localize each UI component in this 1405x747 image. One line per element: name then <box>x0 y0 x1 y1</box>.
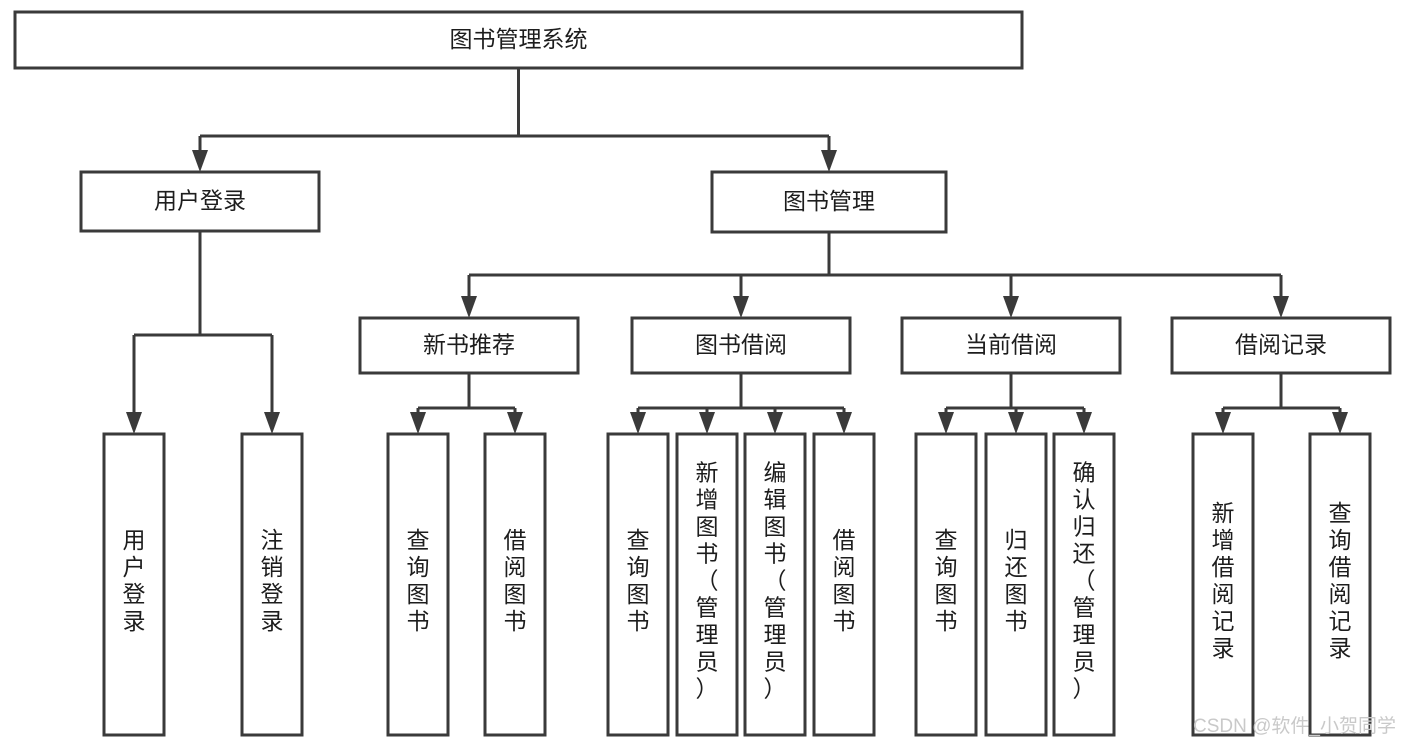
connector-user-login-children <box>126 231 280 434</box>
connector-root-to-level1 <box>192 68 837 172</box>
arrow-head-icon <box>264 412 280 434</box>
leaf-node-l1-0-0-label: 用户登录 <box>123 527 146 634</box>
level2-node-1[interactable]: 图书借阅 <box>630 316 852 375</box>
leaf-node-l2-1-2[interactable]: 编辑图书（管理员） <box>743 432 807 737</box>
leaf-node-l2-1-0-label: 查询图书 <box>627 527 650 634</box>
arrow-head-icon <box>699 412 715 434</box>
csdn-watermark: CSDN @软件_小贺同学 <box>1193 715 1396 737</box>
level1-node-1-box[interactable] <box>710 170 948 234</box>
leaf-node-l2-1-1-box[interactable] <box>675 432 739 737</box>
level2-node-3-box[interactable] <box>1170 316 1392 375</box>
level2-node-2[interactable]: 当前借阅 <box>900 316 1122 375</box>
leaf-node-l2-1-1-label: 新增图书（管理员） <box>696 460 719 702</box>
leaf-node-l2-1-3[interactable]: 借阅图书 <box>812 432 876 737</box>
leaf-node-l2-2-2-box[interactable] <box>1052 432 1116 737</box>
leaf-node-l2-1-2-box[interactable] <box>743 432 807 737</box>
connector-level2-3-children <box>1215 373 1348 434</box>
connector-level2-1-children <box>630 373 852 434</box>
leaf-node-l1-0-1-box[interactable] <box>240 432 304 737</box>
arrow-head-icon <box>410 412 426 434</box>
leaf-node-l2-2-1[interactable]: 归还图书 <box>984 432 1048 737</box>
arrow-head-icon <box>507 412 523 434</box>
leaf-node-l2-3-0[interactable]: 新增借阅记录 <box>1191 432 1255 737</box>
arrow-head-icon <box>1076 412 1092 434</box>
arrow-head-icon <box>192 150 208 172</box>
connector-level2-2-children <box>938 373 1092 434</box>
level2-node-0-box[interactable] <box>358 316 580 375</box>
leaf-node-l2-2-0[interactable]: 查询图书 <box>914 432 978 737</box>
level2-node-0[interactable]: 新书推荐 <box>358 316 580 375</box>
leaf-node-l2-3-0-label: 新增借阅记录 <box>1212 500 1235 661</box>
arrow-head-icon <box>1215 412 1231 434</box>
arrow-head-icon <box>836 412 852 434</box>
leaf-node-l2-2-1-label: 归还图书 <box>1005 527 1028 634</box>
leaf-node-l2-0-0[interactable]: 查询图书 <box>386 432 450 737</box>
level1-node-1-label: 图书管理 <box>783 188 875 214</box>
connector-level2-0-children <box>410 373 523 434</box>
level1-node-0-label: 用户登录 <box>154 188 246 214</box>
arrow-head-icon <box>1332 412 1348 434</box>
arrow-head-icon <box>1273 296 1289 318</box>
arrow-head-icon <box>461 296 477 318</box>
leaf-node-l2-0-0-label: 查询图书 <box>407 527 430 634</box>
arrow-head-icon <box>733 296 749 318</box>
leaf-node-l1-0-0[interactable]: 用户登录 <box>102 432 166 737</box>
root-node-book-management-system[interactable]: 图书管理系统 <box>13 10 1024 70</box>
leaf-node-l2-3-1-label: 查询借阅记录 <box>1329 500 1352 661</box>
level1-node-0[interactable]: 用户登录 <box>79 170 321 233</box>
level2-node-1-box[interactable] <box>630 316 852 375</box>
root-node-book-management-system-label: 图书管理系统 <box>450 26 588 52</box>
leaf-node-l2-2-2[interactable]: 确认归还（管理员） <box>1052 432 1116 737</box>
leaf-node-l2-2-0-box[interactable] <box>914 432 978 737</box>
leaf-node-l2-1-0-box[interactable] <box>606 432 670 737</box>
arrow-head-icon <box>1008 412 1024 434</box>
leaf-node-l2-0-1[interactable]: 借阅图书 <box>483 432 547 737</box>
leaf-node-l2-2-2-label: 确认归还（管理员） <box>1073 460 1096 702</box>
leaf-node-l1-0-1[interactable]: 注销登录 <box>240 432 304 737</box>
level1-node-0-box[interactable] <box>79 170 321 233</box>
arrow-head-icon <box>821 150 837 172</box>
leaf-node-l2-0-1-box[interactable] <box>483 432 547 737</box>
leaf-node-l2-1-1[interactable]: 新增图书（管理员） <box>675 432 739 737</box>
leaf-node-l2-1-3-box[interactable] <box>812 432 876 737</box>
node-layer: 图书管理系统用户登录图书管理用户登录注销登录新书推荐图书借阅当前借阅借阅记录查询… <box>13 10 1392 737</box>
arrow-head-icon <box>1003 296 1019 318</box>
leaf-node-l1-0-0-box[interactable] <box>102 432 166 737</box>
leaf-node-l2-0-0-box[interactable] <box>386 432 450 737</box>
level2-node-1-label: 图书借阅 <box>695 332 787 358</box>
leaf-node-l1-0-1-label: 注销登录 <box>261 527 284 634</box>
level2-node-2-box[interactable] <box>900 316 1122 375</box>
leaf-node-l2-3-0-box[interactable] <box>1191 432 1255 737</box>
level1-node-1[interactable]: 图书管理 <box>710 170 948 234</box>
level2-node-0-label: 新书推荐 <box>423 332 515 358</box>
level2-node-3[interactable]: 借阅记录 <box>1170 316 1392 375</box>
root-node-book-management-system-box[interactable] <box>13 10 1024 70</box>
connector-layer <box>126 68 1348 434</box>
arrow-head-icon <box>767 412 783 434</box>
leaf-node-l2-2-1-box[interactable] <box>984 432 1048 737</box>
leaf-node-l2-2-0-label: 查询图书 <box>935 527 958 634</box>
arrow-head-icon <box>630 412 646 434</box>
leaf-node-l2-1-0[interactable]: 查询图书 <box>606 432 670 737</box>
leaf-node-l2-1-2-label: 编辑图书（管理员） <box>764 460 787 702</box>
arrow-head-icon <box>938 412 954 434</box>
leaf-node-l2-3-1-box[interactable] <box>1308 432 1372 737</box>
leaf-node-l2-0-1-label: 借阅图书 <box>504 527 527 634</box>
level2-node-2-label: 当前借阅 <box>965 332 1057 358</box>
connector-book-mgmt-to-level2 <box>461 232 1289 318</box>
leaf-node-l2-3-1[interactable]: 查询借阅记录 <box>1308 432 1372 737</box>
arrow-head-icon <box>126 412 142 434</box>
level2-node-3-label: 借阅记录 <box>1235 332 1327 358</box>
leaf-node-l2-1-3-label: 借阅图书 <box>833 527 856 634</box>
